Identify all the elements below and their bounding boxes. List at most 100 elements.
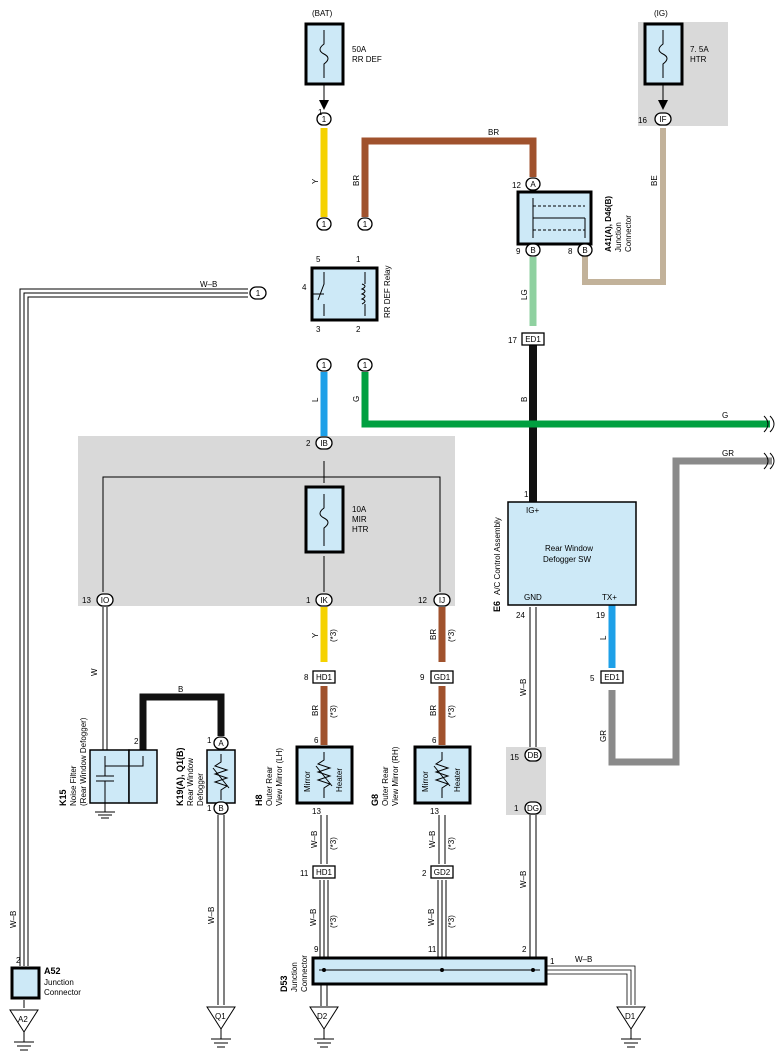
ground-a2 (9, 1009, 39, 1051)
connector-label-gd1: GD1 (434, 673, 451, 682)
h8-inner2: Heater (335, 768, 344, 792)
ac-code: E6 (492, 601, 502, 612)
fuse-50a-rating: 50A (352, 45, 367, 54)
connector-c1c: 1 (357, 217, 373, 231)
junction-a41-line2: Junction (614, 222, 623, 252)
connector-wb1: 1 (249, 286, 267, 300)
connector-hd1b: HD1 (312, 865, 336, 879)
wire-label-br-ij: BR (429, 629, 438, 640)
h8-inner1: Mirror (303, 771, 312, 792)
wire-g (361, 372, 770, 428)
connector-b1: B (525, 243, 541, 257)
h8-name1: Outer Rear (265, 766, 274, 806)
instrument-panel-jb-area (78, 436, 455, 606)
connector-label-hd1b: HD1 (316, 868, 333, 877)
connector-label-db: DB (527, 751, 538, 760)
star3-6: (*3) (447, 837, 456, 850)
ground-d1 (616, 1006, 646, 1048)
star3-4: (*3) (447, 705, 456, 718)
star3-2: (*3) (447, 629, 456, 642)
wire-label-l-tx: L (599, 635, 608, 640)
relay-pin-2: 2 (356, 325, 361, 334)
connector-label-ed1b: ED1 (604, 673, 620, 682)
wire-label-wb-hd1: W–B (309, 909, 318, 926)
connector-k19a: A (213, 736, 229, 750)
connector-c1a: 1 (316, 112, 332, 126)
d53-pin-1: 1 (550, 957, 555, 966)
fuse-10a-name1: MIR (352, 515, 367, 524)
ground-d2-label: D2 (317, 1012, 328, 1021)
connector-hd1a: HD1 (312, 670, 336, 684)
junction-connector-a52 (10, 966, 41, 1000)
ground-q1 (206, 1006, 236, 1048)
wire-label-b-top: B (178, 685, 183, 694)
wire-br-top (361, 137, 537, 217)
pin-16: 16 (638, 116, 647, 125)
connector-label-if: IF (659, 115, 666, 124)
junction-a41-line1: A41(A), D46(B) (604, 196, 613, 252)
wire-label-wb-g8: W–B (428, 831, 437, 848)
connector-label-c1c: 1 (363, 220, 368, 229)
ac-tx-label: TX+ (602, 593, 617, 602)
pin-1-ik: 1 (306, 596, 311, 605)
fuse-50a-rr-def (304, 22, 345, 110)
ground-d1-label: D1 (625, 1012, 636, 1021)
junction-a41-line3: Connector (624, 215, 633, 252)
connector-label-ib: IB (320, 439, 328, 448)
mirror-heater-h8-lh (295, 745, 354, 805)
connector-label-ij: IJ (439, 596, 445, 605)
wire-b-k15 (139, 693, 225, 750)
g8-code: G8 (370, 794, 380, 806)
pin-12-ij: 12 (418, 596, 427, 605)
k15-code: K15 (58, 789, 68, 806)
pin-9-gd1: 9 (420, 673, 425, 682)
pin-2-ib: 2 (306, 439, 311, 448)
wire-label-br-gd1: BR (429, 705, 438, 716)
connector-k19b: B (213, 801, 229, 815)
g8-name1: Outer Rear (381, 766, 390, 806)
wire-w-io (102, 607, 108, 750)
wire-label-wb-relay: W–B (200, 280, 217, 289)
a52-name2: Connector (44, 988, 81, 997)
k15-pin-2: 2 (134, 737, 139, 746)
a52-code: A52 (44, 966, 61, 976)
connector-label-io: IO (101, 596, 109, 605)
fuse-50a-name: RR DEF (352, 55, 382, 64)
relay-pin-3: 3 (316, 325, 321, 334)
d53-pin-9: 9 (314, 945, 319, 954)
noise-filter-k15 (89, 749, 158, 819)
connector-ed1b: ED1 (600, 670, 624, 684)
wire-label-br-hd1: BR (311, 705, 320, 716)
d53-pin-2: 2 (522, 945, 527, 954)
relay-pin-1: 1 (356, 255, 361, 264)
wire-label-br-top: BR (488, 128, 499, 137)
k19-name1: Rear Window (186, 758, 195, 806)
k19-name2: Defogger (196, 773, 205, 806)
g8-name2: View Mirror (RH) (391, 746, 400, 806)
connector-label-dg: DG (527, 804, 539, 813)
fuse-10a-name2: HTR (352, 525, 369, 534)
star3-1: (*3) (329, 629, 338, 642)
connector-label-c1d: 1 (322, 361, 327, 370)
connector-label-wb1: 1 (256, 289, 261, 298)
ac-title-1: Rear Window (545, 544, 593, 553)
relay-pin-4: 4 (302, 283, 307, 292)
wire-label-wb-a52: W–B (9, 911, 18, 928)
wire-label-g-right: G (722, 411, 728, 420)
ac-pin-24: 24 (516, 611, 525, 620)
wire-label-wb-k19: W–B (207, 907, 216, 924)
wire-wb-ac (529, 607, 537, 747)
a52-pin-2: 2 (16, 956, 21, 965)
wire-label-b-ed1: B (520, 397, 529, 402)
wire-label-wb-h8: W–B (310, 831, 319, 848)
connector-gd1: GD1 (430, 670, 454, 684)
wire-label-wb-d1: W–B (575, 955, 592, 964)
k19-pin-1b: 1 (207, 804, 212, 813)
connector-c1b: 1 (316, 217, 332, 231)
pin-1-top: 1 (318, 108, 323, 117)
connector-label-b1: B (530, 246, 535, 255)
wire-label-be: BE (650, 175, 659, 186)
connector-label-k19b: B (218, 804, 223, 813)
h8-code: H8 (254, 794, 264, 806)
k19-pin-1: 1 (207, 736, 212, 745)
